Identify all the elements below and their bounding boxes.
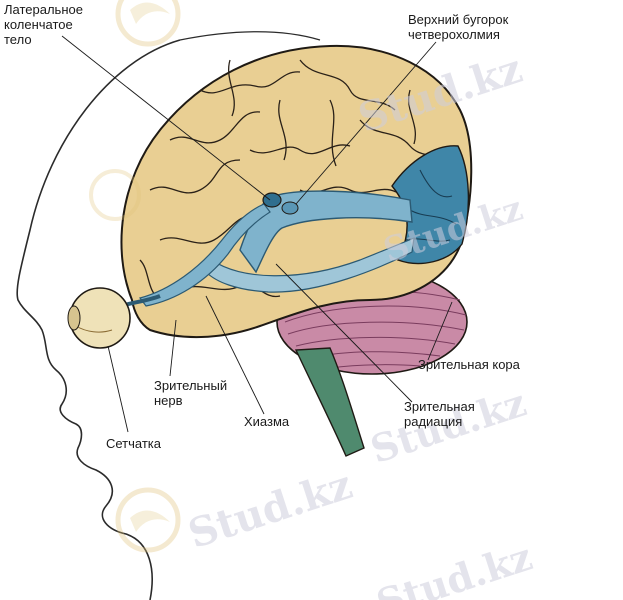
optic-tract: [138, 203, 271, 307]
label-optic-nerve: Зрительный нерв: [154, 378, 228, 408]
label-retina: Сетчатка: [106, 436, 162, 451]
label-lateral-geniculate-body: Латеральное коленчатое тело: [4, 2, 83, 47]
label-optic-radiation: Зрительная радиация: [404, 399, 475, 429]
leader-lines: [61, 35, 453, 433]
watermark-logo-bottom: [115, 487, 181, 553]
head-top-outline: [179, 31, 321, 41]
superior-colliculus: [281, 201, 299, 215]
brainstem: [294, 347, 365, 457]
visual-cortex-region: [391, 145, 470, 265]
label-chiasm: Хиазма: [244, 414, 290, 429]
lateral-geniculate-body: [262, 192, 282, 208]
head-profile-outline: [16, 39, 181, 600]
eyeball: [67, 287, 131, 349]
label-superior-colliculus: Верхний бугорок четверохолмия: [408, 12, 509, 42]
optic-radiation-lower: [205, 237, 415, 293]
watermark-logo-top: [115, 0, 181, 47]
label-visual-cortex: Зрительная кора: [418, 357, 520, 372]
watermark-logo-left: [89, 169, 141, 221]
